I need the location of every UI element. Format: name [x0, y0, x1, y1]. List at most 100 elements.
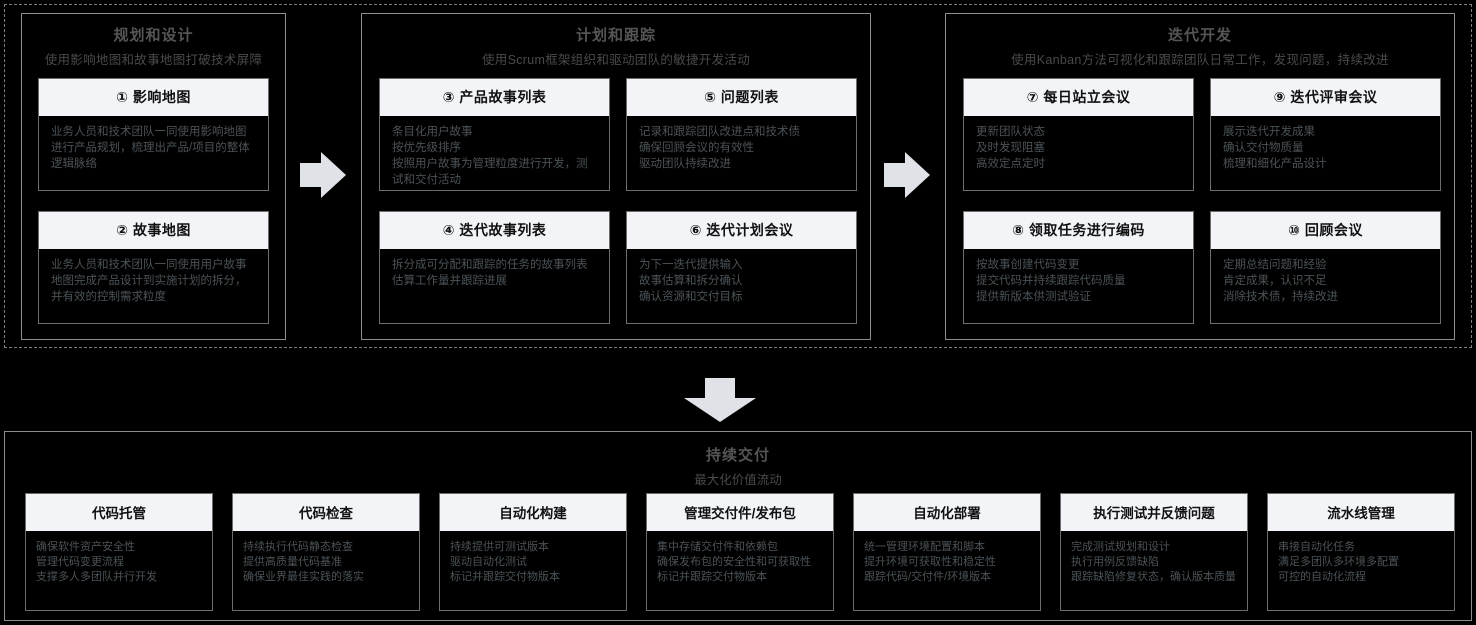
- card-body: 条目化用户故事 按优先级排序 按照用户故事为管理粒度进行开发，测试和交付活动: [380, 116, 609, 194]
- cd-card-body: 统一管理环境配置和脚本 提升环境可获取性和稳定性 跟踪代码/交付件/环境版本: [854, 531, 1040, 610]
- cd-card-body: 确保软件资产安全性 管理代码变更流程 支撑多人多团队并行开发: [26, 531, 212, 610]
- cd-card-body: 持续执行代码静态检查 提供高质量代码基准 确保业界最佳实践的落实: [233, 531, 419, 610]
- card-title: ① 影响地图: [39, 79, 268, 116]
- card-body: 按故事创建代码变更 提交代码并持续跟踪代码质量 提供新版本供测试验证: [964, 249, 1193, 323]
- card-line: 定期总结问题和经验: [1223, 259, 1327, 271]
- card-story-map[interactable]: ② 故事地图 业务人员和技术团队一同使用用户故事地图完成产品设计到实施计划的拆分…: [38, 211, 269, 324]
- cd-line: 支撑多人多团队并行开发: [36, 571, 157, 583]
- continuous-delivery-title: 持续交付: [705, 447, 770, 464]
- card-sprint-planning[interactable]: ⑥ 迭代计划会议 为下一迭代提供输入 故事估算和拆分确认 确认资源和交付目标: [626, 211, 857, 324]
- card-retrospective[interactable]: ⑩ 回顾会议 定期总结问题和经验 肯定成果，认识不足 消除技术债，持续改进: [1210, 211, 1441, 324]
- cd-line: 串接自动化任务: [1278, 541, 1355, 553]
- card-line: 按优先级排序: [392, 142, 461, 154]
- cd-line: 确保发布包的安全性和可获取性: [657, 556, 811, 568]
- card-line: 驱动团队持续改进: [639, 158, 731, 170]
- card-line: 故事估算和拆分确认: [639, 275, 743, 287]
- card-sprint-review[interactable]: ⑨ 迭代评审会议 展示迭代开发成果 确认交付物质量 梳理和细化产品设计: [1210, 78, 1441, 191]
- card-title: ④ 迭代故事列表: [380, 212, 609, 249]
- cd-line: 跟踪缺陷修复状态，确认版本质量: [1071, 571, 1236, 583]
- cd-line: 标记并跟踪交付物版本: [450, 571, 560, 583]
- cd-line: 持续执行代码静态检查: [243, 541, 353, 553]
- card-sprint-backlog[interactable]: ④ 迭代故事列表 拆分成可分配和跟踪的任务的故事列表 估算工作量并跟踪进展: [379, 211, 610, 324]
- cd-card-pipeline-management[interactable]: 流水线管理 串接自动化任务 满足多团队多环境多配置 可控的自动化流程: [1267, 493, 1455, 611]
- stage-title: 迭代开发: [1167, 27, 1232, 44]
- cd-line: 确保业界最佳实践的落实: [243, 571, 364, 583]
- arrow-stage1-to-stage2: [300, 152, 346, 198]
- stage-subtitle: 使用Kanban方法可视化和跟踪团队日常工作，发现问题，持续改进: [1011, 53, 1389, 67]
- card-line: 确认交付物质量: [1223, 142, 1304, 154]
- card-title: ⑨ 迭代评审会议: [1211, 79, 1440, 116]
- card-body: 定期总结问题和经验 肯定成果，认识不足 消除技术债，持续改进: [1211, 249, 1440, 323]
- card-line: 业务人员和技术团队一同使用用户故事地图完成产品设计到实施计划的拆分，并有效的控制…: [51, 259, 247, 303]
- card-body: 更新团队状态 及时发现阻塞 高效定点定时: [964, 116, 1193, 190]
- cd-card-code-hosting[interactable]: 代码托管 确保软件资产安全性 管理代码变更流程 支撑多人多团队并行开发: [25, 493, 213, 611]
- cd-card-title: 流水线管理: [1268, 494, 1454, 531]
- card-line: 肯定成果，认识不足: [1223, 275, 1327, 287]
- card-line: 提供新版本供测试验证: [976, 291, 1091, 303]
- card-line: 更新团队状态: [976, 126, 1045, 138]
- card-issue-list[interactable]: ⑤ 问题列表 记录和跟踪团队改进点和技术债 确保回顾会议的有效性 驱动团队持续改…: [626, 78, 857, 191]
- cd-card-test-feedback[interactable]: 执行测试并反馈问题 完成测试规划和设计 执行用例反馈缺陷 跟踪缺陷修复状态，确认…: [1060, 493, 1248, 611]
- card-body: 业务人员和技术团队一同使用用户故事地图完成产品设计到实施计划的拆分，并有效的控制…: [39, 249, 268, 323]
- cd-card-title: 自动化构建: [440, 494, 626, 531]
- card-title: ⑧ 领取任务进行编码: [964, 212, 1193, 249]
- card-line: 记录和跟踪团队改进点和技术债: [639, 126, 800, 138]
- cd-card-title: 执行测试并反馈问题: [1061, 494, 1247, 531]
- continuous-delivery-container: 持续交付 最大化价值流动 代码托管 确保软件资产安全性 管理代码变更流程 支撑多…: [4, 431, 1472, 621]
- stage-title: 计划和跟踪: [575, 27, 656, 44]
- cd-card-body: 串接自动化任务 满足多团队多环境多配置 可控的自动化流程: [1268, 531, 1454, 610]
- card-line: 估算工作量并跟踪进展: [392, 275, 507, 287]
- card-impact-map[interactable]: ① 影响地图 业务人员和技术团队一同使用影响地图进行产品规划，梳理出产品/项目的…: [38, 78, 269, 191]
- cd-card-body: 集中存储交付件和依赖包 确保发布包的安全性和可获取性 标记并跟踪交付物版本: [647, 531, 833, 610]
- cd-line: 持续提供可测试版本: [450, 541, 549, 553]
- cd-line: 执行用例反馈缺陷: [1071, 556, 1159, 568]
- stage-subtitle: 使用影响地图和故事地图打破技术屏障: [44, 53, 263, 67]
- card-body: 展示迭代开发成果 确认交付物质量 梳理和细化产品设计: [1211, 116, 1440, 190]
- card-body: 业务人员和技术团队一同使用影响地图进行产品规划，梳理出产品/项目的整体逻辑脉络: [39, 116, 268, 190]
- cd-card-automated-build[interactable]: 自动化构建 持续提供可测试版本 驱动自动化测试 标记并跟踪交付物版本: [439, 493, 627, 611]
- cd-card-body: 完成测试规划和设计 执行用例反馈缺陷 跟踪缺陷修复状态，确认版本质量: [1061, 531, 1247, 610]
- cd-card-title: 代码托管: [26, 494, 212, 531]
- top-phases-container: [4, 4, 1472, 348]
- cd-line: 统一管理环境配置和脚本: [864, 541, 985, 553]
- card-line: 条目化用户故事: [392, 126, 473, 138]
- cd-line: 跟踪代码/交付件/环境版本: [864, 571, 992, 583]
- card-line: 按照用户故事为管理粒度进行开发，测试和交付活动: [392, 158, 588, 186]
- cd-line: 完成测试规划和设计: [1071, 541, 1170, 553]
- continuous-delivery-subtitle: 最大化价值流动: [694, 473, 782, 487]
- card-line: 高效定点定时: [976, 158, 1045, 170]
- cd-line: 管理代码变更流程: [36, 556, 124, 568]
- arrow-stage2-to-stage3: [884, 152, 930, 198]
- card-line: 展示迭代开发成果: [1223, 126, 1315, 138]
- card-take-task-coding[interactable]: ⑧ 领取任务进行编码 按故事创建代码变更 提交代码并持续跟踪代码质量 提供新版本…: [963, 211, 1194, 324]
- cd-card-title: 代码检查: [233, 494, 419, 531]
- cd-line: 驱动自动化测试: [450, 556, 527, 568]
- card-line: 拆分成可分配和跟踪的任务的故事列表: [392, 259, 588, 271]
- card-product-backlog[interactable]: ③ 产品故事列表 条目化用户故事 按优先级排序 按照用户故事为管理粒度进行开发，…: [379, 78, 610, 191]
- stage-subtitle: 使用Scrum框架组织和驱动团队的敏捷开发活动: [481, 53, 750, 67]
- stage-title: 规划和设计: [113, 27, 194, 44]
- card-line: 梳理和细化产品设计: [1223, 158, 1327, 170]
- card-daily-standup[interactable]: ⑦ 每日站立会议 更新团队状态 及时发现阻塞 高效定点定时: [963, 78, 1194, 191]
- card-body: 为下一迭代提供输入 故事估算和拆分确认 确认资源和交付目标: [627, 249, 856, 323]
- arrow-top-to-delivery: [684, 378, 756, 422]
- card-title: ⑦ 每日站立会议: [964, 79, 1193, 116]
- card-title: ⑥ 迭代计划会议: [627, 212, 856, 249]
- card-body: 拆分成可分配和跟踪的任务的故事列表 估算工作量并跟踪进展: [380, 249, 609, 323]
- card-line: 提交代码并持续跟踪代码质量: [976, 275, 1126, 287]
- cd-card-title: 管理交付件/发布包: [647, 494, 833, 531]
- card-title: ② 故事地图: [39, 212, 268, 249]
- cd-line: 确保软件资产安全性: [36, 541, 135, 553]
- card-title: ⑤ 问题列表: [627, 79, 856, 116]
- card-line: 确保回顾会议的有效性: [639, 142, 754, 154]
- cd-card-automated-deploy[interactable]: 自动化部署 统一管理环境配置和脚本 提升环境可获取性和稳定性 跟踪代码/交付件/…: [853, 493, 1041, 611]
- card-title: ⑩ 回顾会议: [1211, 212, 1440, 249]
- cd-card-artifact-management[interactable]: 管理交付件/发布包 集中存储交付件和依赖包 确保发布包的安全性和可获取性 标记并…: [646, 493, 834, 611]
- card-body: 记录和跟踪团队改进点和技术债 确保回顾会议的有效性 驱动团队持续改进: [627, 116, 856, 190]
- card-line: 为下一迭代提供输入: [639, 259, 743, 271]
- card-line: 业务人员和技术团队一同使用影响地图进行产品规划，梳理出产品/项目的整体逻辑脉络: [51, 126, 250, 170]
- cd-card-title: 自动化部署: [854, 494, 1040, 531]
- cd-card-code-check[interactable]: 代码检查 持续执行代码静态检查 提供高质量代码基准 确保业界最佳实践的落实: [232, 493, 420, 611]
- cd-line: 标记并跟踪交付物版本: [657, 571, 767, 583]
